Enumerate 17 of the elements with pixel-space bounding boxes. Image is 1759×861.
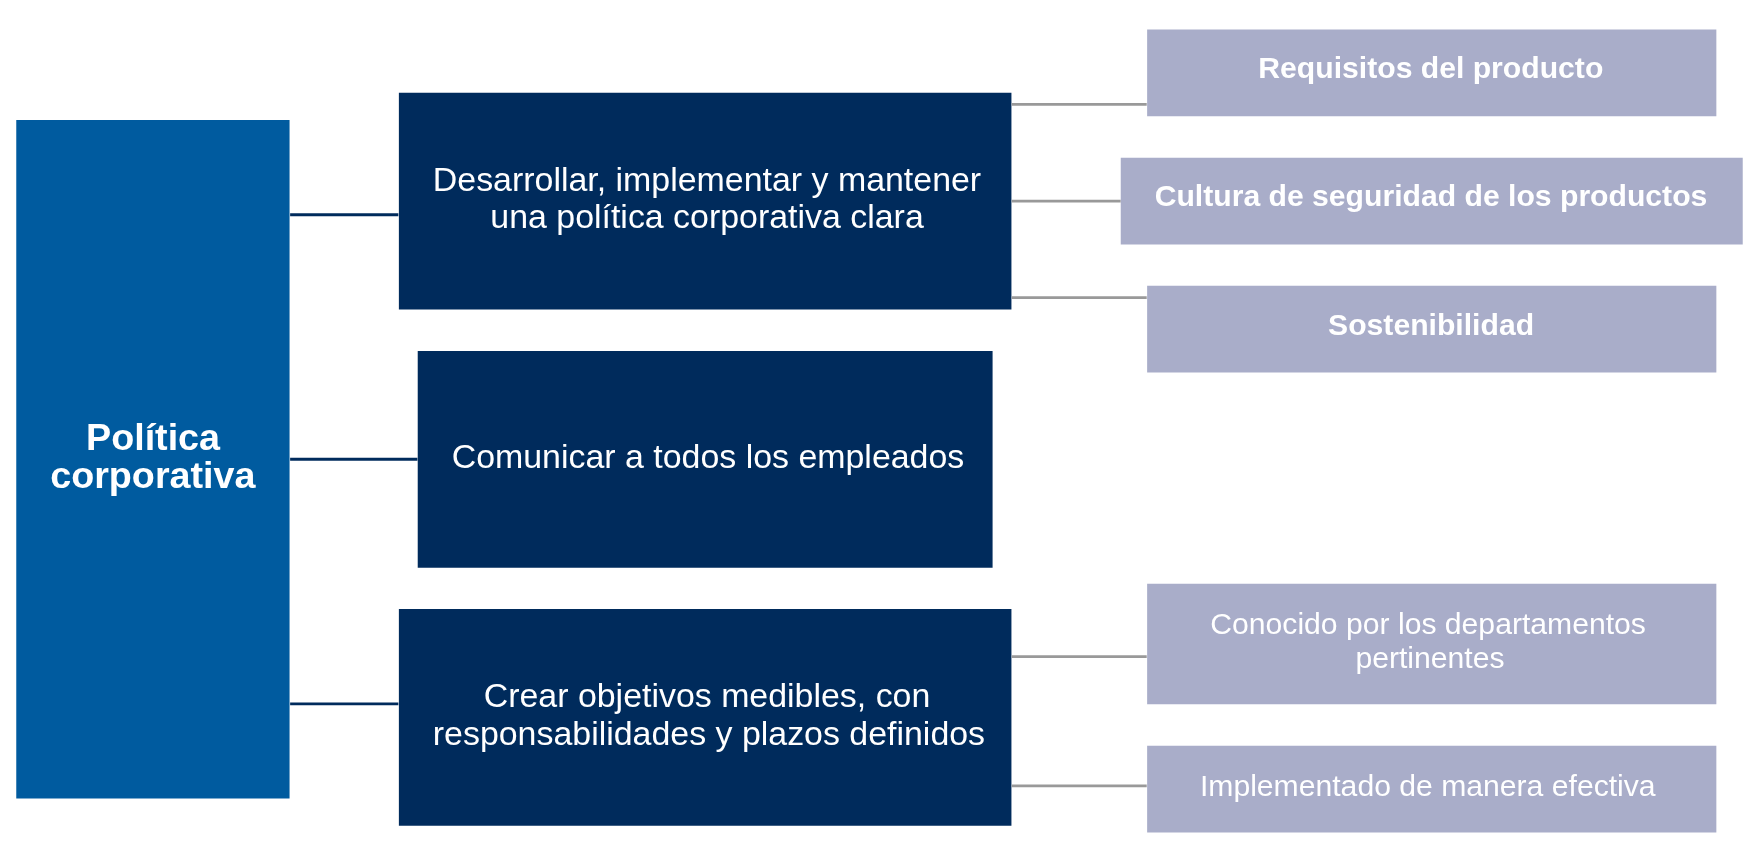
connector: [290, 212, 399, 216]
node-box: Sostenibilidad: [1147, 285, 1717, 373]
connector: [1011, 295, 1147, 299]
connector: [1011, 199, 1121, 202]
connector: [290, 457, 418, 461]
node-box: Cultura de seguridad de los productos: [1120, 157, 1743, 244]
node-box: Política corporativa: [16, 119, 290, 799]
connector: [1011, 654, 1147, 658]
node-box: Conocido por los departamentos pertinentes: [1147, 583, 1717, 704]
connector: [290, 701, 399, 705]
node-box: Crear objetivos medibles, con responsabilidades y plazos definidos: [398, 608, 1012, 826]
connector: [1011, 783, 1147, 787]
node-box: Desarrollar, implementar y mantener una política corporativa clara: [398, 92, 1012, 309]
connector: [1011, 102, 1147, 106]
node-box: Requisitos del producto: [1147, 29, 1717, 116]
node-box: Implementado de manera efectiva: [1147, 745, 1717, 832]
node-box: Comunicar a todos los empleados: [417, 350, 993, 568]
